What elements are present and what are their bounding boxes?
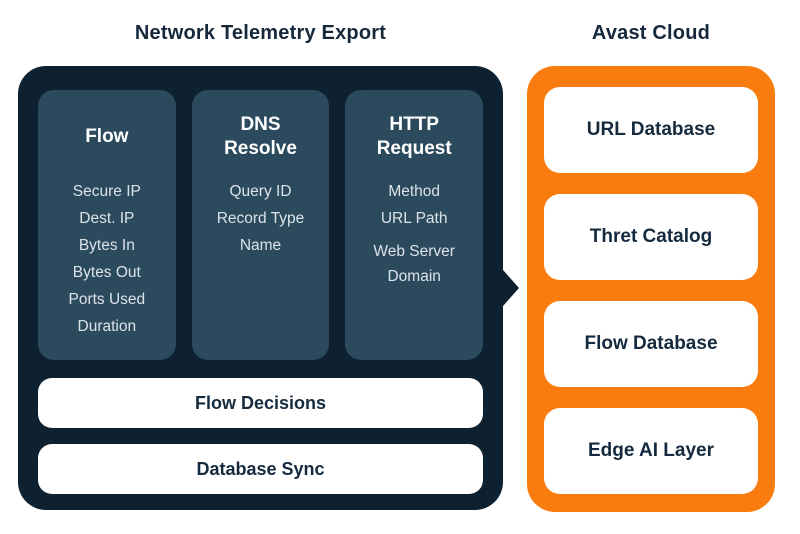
list-item: Web Server Domain (373, 243, 455, 285)
column-http-items: Method URL Path Web Server Domain (353, 178, 475, 289)
list-item: Duration (77, 318, 137, 335)
box-edge-ai-layer: Edge AI Layer (544, 408, 758, 494)
column-http-heading: HTTP Request (376, 114, 452, 159)
network-telemetry-title: Network Telemetry Export (134, 22, 387, 44)
list-item: URL Path (380, 210, 448, 227)
list-item: Name (239, 237, 282, 254)
list-item: Ports Used (68, 291, 146, 308)
box-thret-catalog: Thret Catalog (544, 194, 758, 280)
box-flow-database: Flow Database (544, 301, 758, 387)
column-http-request: HTTP Request Method URL Path Web Server … (345, 90, 484, 360)
column-dns-resolve: DNS Resolve Query ID Record Type Name (191, 90, 330, 360)
list-item: Secure IP (72, 183, 141, 200)
telemetry-panel: Flow Secure IP Dest. IP Bytes In Bytes O… (18, 66, 503, 510)
telemetry-columns: Flow Secure IP Dest. IP Bytes In Bytes O… (38, 90, 484, 360)
list-item: Record Type (216, 210, 305, 227)
cloud-panel: URL Database Thret Catalog Flow Database… (527, 66, 775, 512)
list-item: Bytes In (78, 237, 135, 254)
list-item: Dest. IP (79, 210, 135, 227)
column-dns-items: Query ID Record Type Name (200, 178, 322, 259)
list-item: Method (388, 183, 441, 200)
flow-decisions-bar: Flow Decisions (38, 378, 483, 428)
avast-cloud-title: Avast Cloud (591, 22, 711, 44)
right-arrow-icon (503, 270, 519, 306)
list-item: Query ID (229, 183, 292, 200)
list-item: Bytes Out (72, 264, 141, 281)
column-flow-heading: Flow (85, 126, 129, 148)
column-dns-heading: DNS Resolve (224, 114, 297, 159)
column-flow-items: Secure IP Dest. IP Bytes In Bytes Out Po… (46, 178, 168, 340)
box-url-database: URL Database (544, 87, 758, 173)
database-sync-bar: Database Sync (38, 444, 483, 494)
column-flow: Flow Secure IP Dest. IP Bytes In Bytes O… (38, 90, 176, 360)
